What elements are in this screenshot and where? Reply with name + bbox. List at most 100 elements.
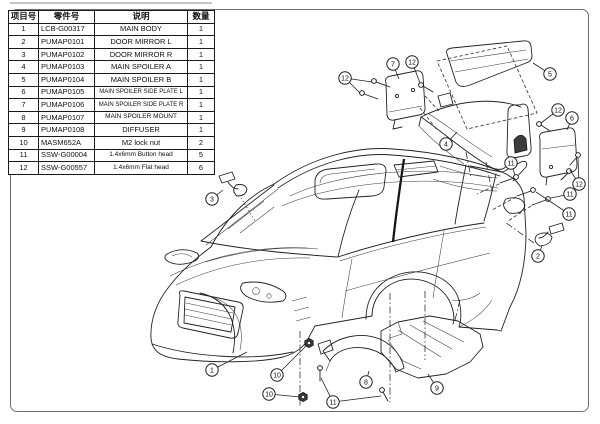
spoiler-blade-part bbox=[436, 40, 538, 130]
callout-circle bbox=[543, 67, 557, 81]
cell-item-no: 12 bbox=[8, 161, 39, 175]
spoiler-wing-part bbox=[418, 92, 532, 193]
cell-quantity: 1 bbox=[187, 60, 215, 74]
callout-12: 12 bbox=[569, 157, 586, 191]
callout-number: 12 bbox=[575, 181, 583, 188]
cell-description: M2 lock nut bbox=[94, 135, 188, 150]
col-header-3: 数量 bbox=[187, 10, 215, 24]
callout-circle bbox=[270, 368, 284, 382]
cell-item-no: 7 bbox=[8, 98, 39, 112]
door-mirror-right-part bbox=[218, 171, 256, 222]
callout-circle bbox=[504, 156, 518, 170]
callout-7: 7 bbox=[386, 57, 400, 80]
callout-circle bbox=[338, 71, 352, 85]
cell-part-no: PUMAP0107 bbox=[38, 110, 95, 125]
callout-number: 12 bbox=[554, 107, 562, 114]
cell-quantity: 1 bbox=[187, 22, 215, 37]
callout-4: 4 bbox=[439, 131, 458, 151]
callout-number: 2 bbox=[536, 253, 540, 260]
callout-number: 5 bbox=[548, 71, 552, 78]
callout-11: 11 bbox=[320, 377, 382, 409]
callout-2: 2 bbox=[531, 245, 545, 263]
callout-number: 12 bbox=[341, 75, 349, 82]
col-header-0: 项目号 bbox=[8, 10, 39, 24]
cell-quantity: 1 bbox=[187, 72, 215, 87]
cell-part-no: PUMAP0104 bbox=[38, 72, 95, 87]
cell-quantity: 1 bbox=[187, 98, 215, 112]
cell-quantity: 1 bbox=[187, 85, 215, 100]
cell-part-no: PUMAP0103 bbox=[38, 60, 95, 74]
mount-projection-box bbox=[436, 45, 538, 130]
col-header-1: 零件号 bbox=[38, 10, 95, 24]
cell-item-no: 11 bbox=[8, 148, 39, 163]
cell-description: DIFFUSER bbox=[94, 123, 188, 137]
cell-quantity: 2 bbox=[187, 135, 215, 150]
cell-item-no: 10 bbox=[8, 135, 39, 150]
callout-3: 3 bbox=[205, 189, 224, 206]
callout-circle bbox=[386, 57, 400, 71]
top-crop-line bbox=[10, 2, 212, 4]
spoiler-mount-part bbox=[317, 335, 405, 402]
page-border-frame bbox=[10, 9, 589, 412]
cell-description: MAIN SPOILER B bbox=[94, 72, 188, 87]
sunroof bbox=[314, 163, 387, 200]
cell-part-no: PUMAP0101 bbox=[38, 35, 95, 49]
flat-head-screws-left bbox=[359, 78, 434, 100]
callout-number: 10 bbox=[273, 372, 281, 379]
callout-circle bbox=[326, 395, 340, 409]
cell-item-no: 9 bbox=[8, 123, 39, 137]
callout-6: 6 bbox=[565, 111, 579, 131]
cell-description: MAIN SPOILER SIDE PLATE L bbox=[94, 85, 188, 100]
callout-11: 11 bbox=[504, 156, 518, 176]
callout-circle bbox=[439, 137, 453, 151]
lock-nut-upper bbox=[304, 337, 314, 349]
flat-head-screws-right bbox=[536, 121, 581, 181]
cell-quantity: 1 bbox=[187, 35, 215, 49]
cell-part-no: PUMAP0108 bbox=[38, 123, 95, 137]
callout-circle bbox=[405, 55, 419, 69]
cell-description: MAIN SPOILER A bbox=[94, 60, 188, 74]
cell-description: MAIN BODY bbox=[94, 22, 188, 37]
cell-item-no: 3 bbox=[8, 47, 39, 62]
callout-circle bbox=[551, 103, 565, 117]
spoiler-side-plate-right-part bbox=[539, 127, 578, 186]
callout-12: 12 bbox=[405, 55, 421, 84]
callout-number: 11 bbox=[565, 211, 572, 218]
cell-item-no: 1 bbox=[8, 22, 39, 37]
cell-item-no: 4 bbox=[8, 60, 39, 74]
callout-circle bbox=[359, 375, 373, 389]
lock-nut-lower bbox=[298, 391, 308, 403]
callout-circle bbox=[205, 363, 219, 377]
callout-circle bbox=[563, 187, 577, 201]
callout-number: 11 bbox=[329, 399, 336, 406]
parts-table-header-row: 项目号零件号说明数量 bbox=[8, 10, 215, 24]
col-header-2: 说明 bbox=[94, 10, 188, 24]
callout-8: 8 bbox=[359, 370, 373, 389]
cell-description: MAIN SPOILER MOUNT bbox=[94, 110, 188, 125]
callout-circle bbox=[562, 207, 576, 221]
callout-number: 8 bbox=[364, 379, 368, 386]
cell-part-no: SSW-G00557 bbox=[38, 161, 95, 175]
callout-circle bbox=[572, 177, 586, 191]
spoiler-side-plate-left-part bbox=[385, 70, 441, 130]
callout-number: 11 bbox=[507, 160, 514, 167]
headlight-left bbox=[164, 249, 200, 265]
callout-10: 10 bbox=[262, 387, 301, 401]
callout-number: 1 bbox=[210, 367, 214, 374]
callout-10: 10 bbox=[270, 345, 307, 382]
cell-part-no: PUMAP0102 bbox=[38, 47, 95, 62]
callout-number: 4 bbox=[444, 141, 448, 148]
cell-description: 1.4x6mm Flat head bbox=[94, 161, 188, 175]
cell-quantity: 1 bbox=[187, 47, 215, 62]
callout-circle bbox=[531, 249, 545, 263]
callout-number: 9 bbox=[435, 385, 439, 392]
